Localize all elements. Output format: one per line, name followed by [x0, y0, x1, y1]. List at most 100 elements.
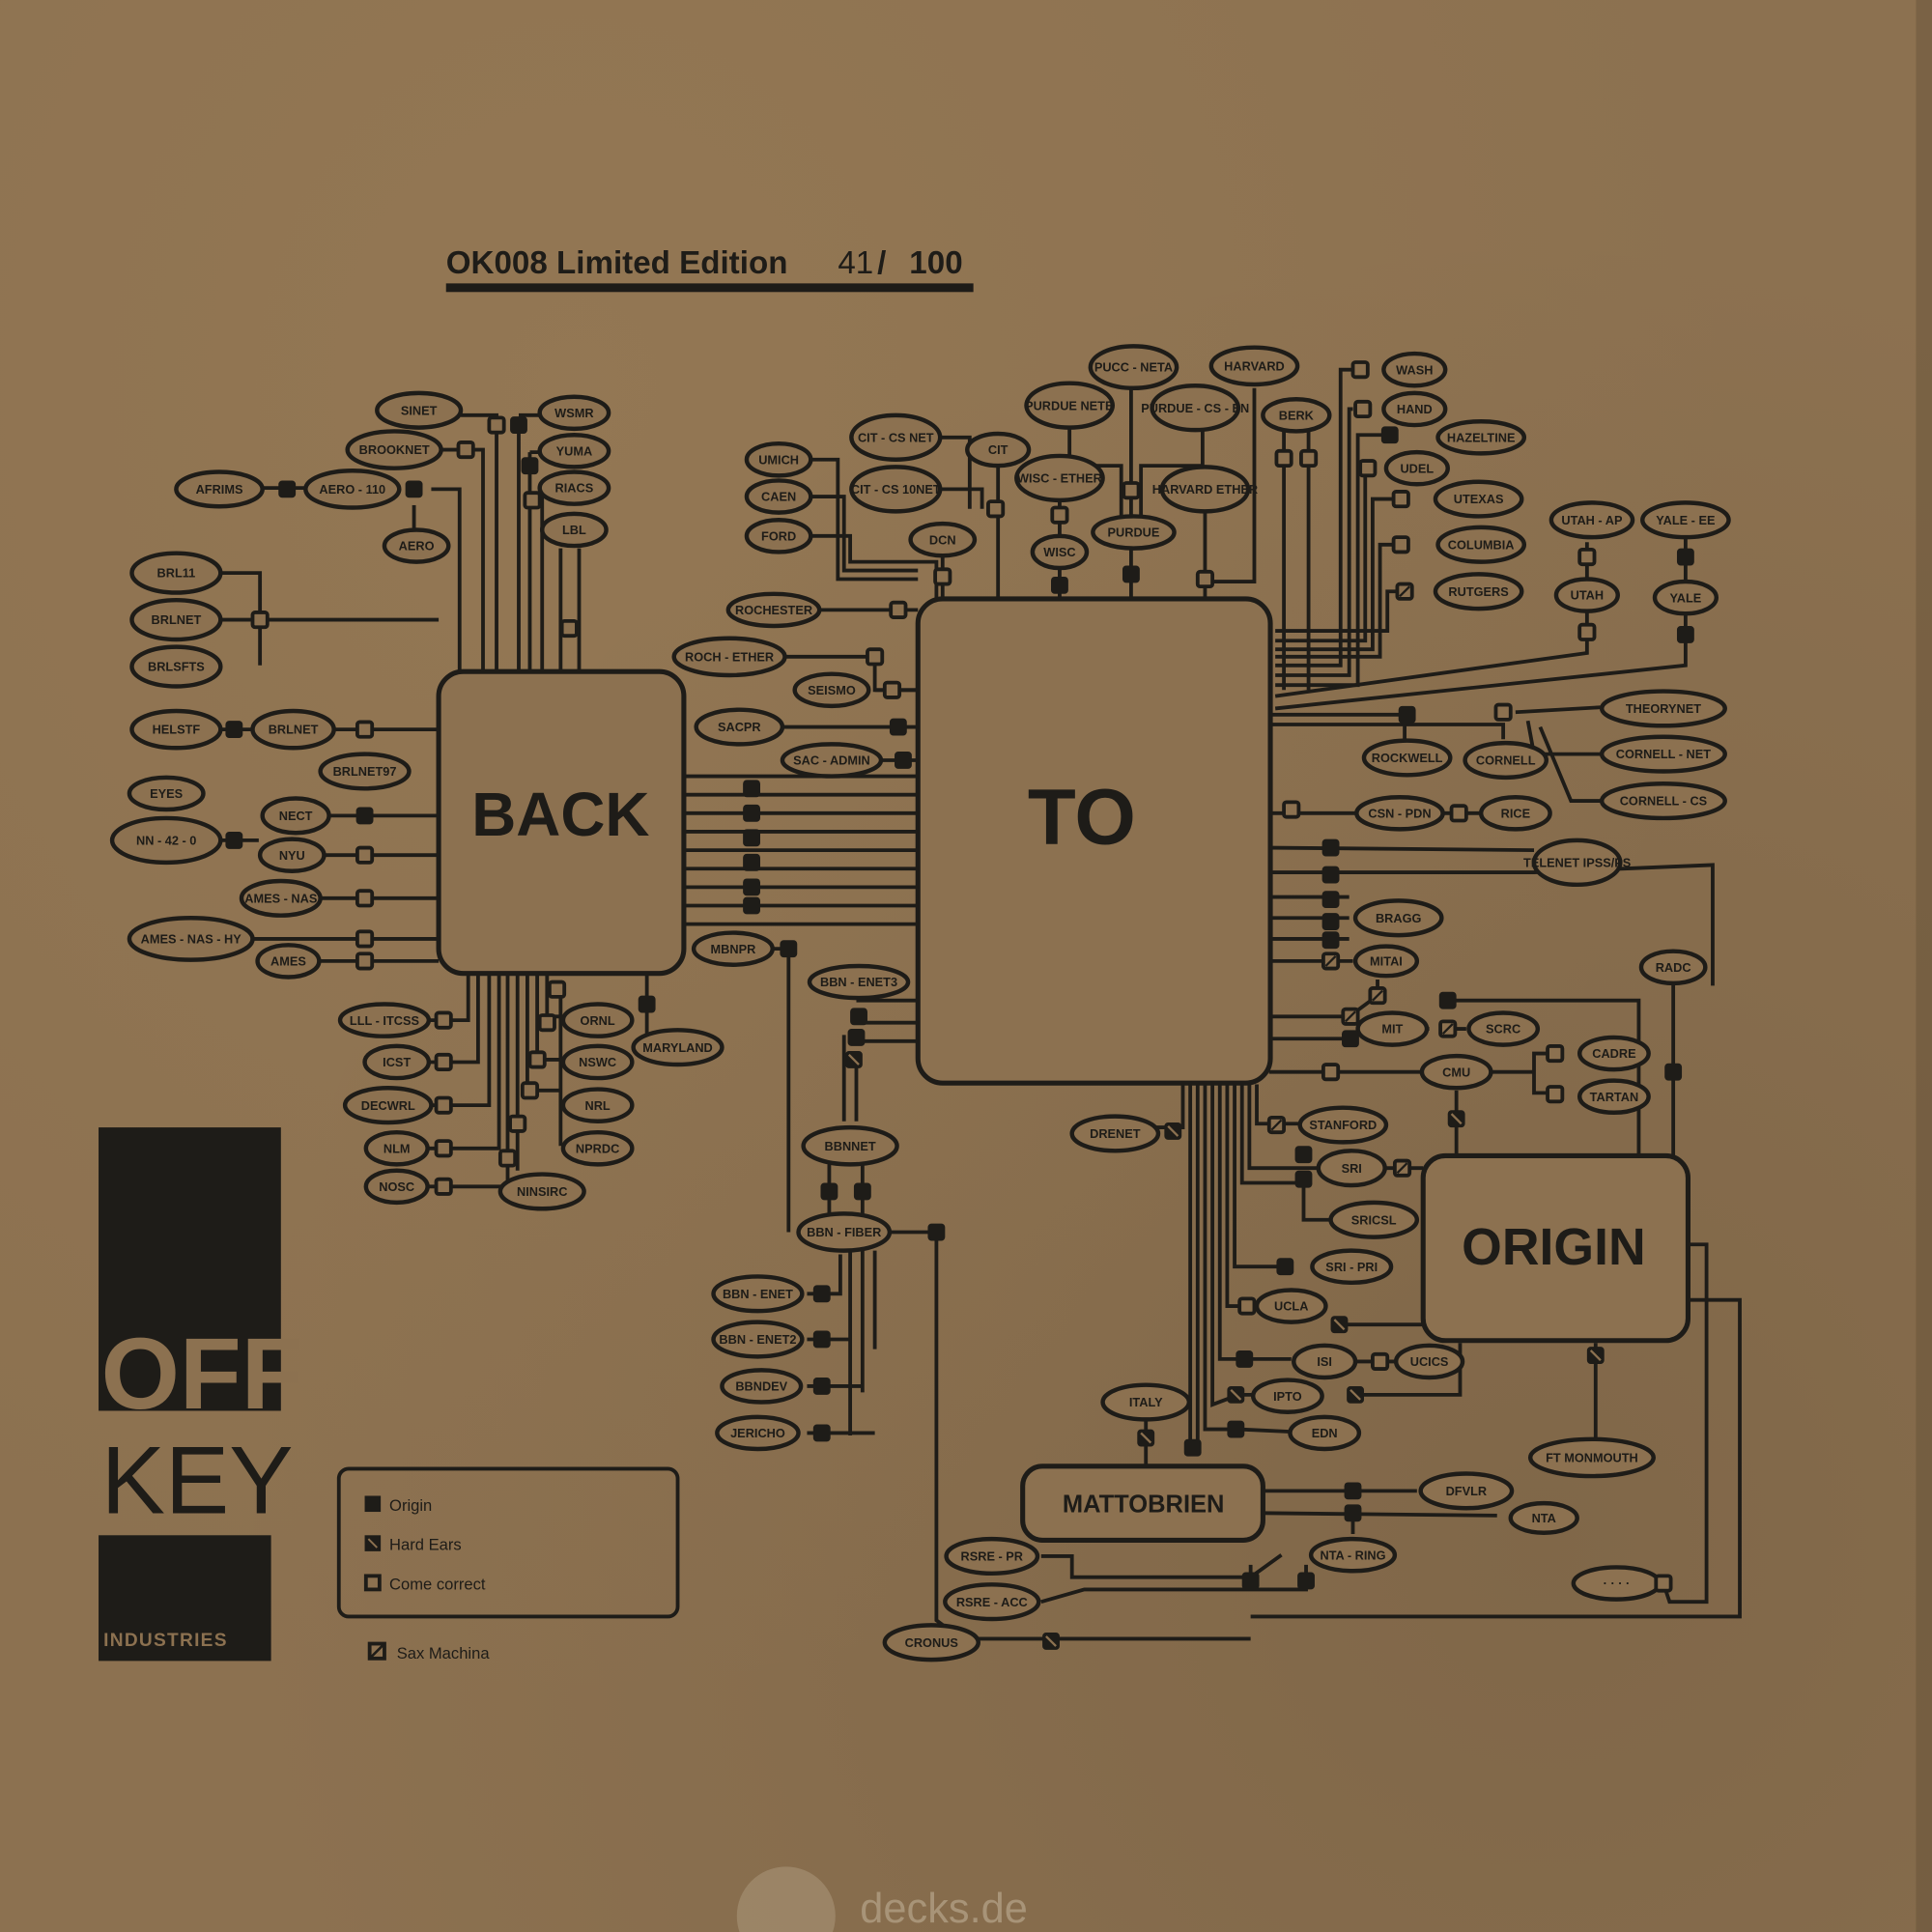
node-bbnnet[interactable]: BBNNET [801, 1124, 899, 1167]
node-rsre-acc[interactable]: RSRE - ACC [943, 1582, 1041, 1622]
node-utexas[interactable]: UTEXAS [1433, 479, 1524, 519]
node-yale-ee[interactable]: YALE - EE [1640, 500, 1731, 540]
node-mit[interactable]: MIT [1355, 1010, 1430, 1047]
node-utah[interactable]: UTAH [1553, 577, 1620, 613]
node-dcn[interactable]: DCN [908, 521, 978, 558]
node-nect[interactable]: NECT [260, 796, 331, 836]
node-bbn-enet2[interactable]: BBN - ENET2 [711, 1320, 805, 1359]
node-cronus[interactable]: CRONUS [882, 1623, 980, 1662]
node-nyu[interactable]: NYU [257, 837, 327, 874]
hub-origin[interactable]: ORIGIN [1420, 1152, 1690, 1344]
node-sacpr[interactable]: SACPR [694, 707, 785, 747]
node-brlnet97[interactable]: BRLNET97 [318, 752, 412, 791]
node-scrc[interactable]: SCRC [1466, 1010, 1541, 1047]
node-rockwell[interactable]: ROCKWELL [1361, 738, 1453, 778]
node-eyes[interactable]: EYES [127, 775, 206, 812]
node-ames[interactable]: AMES [255, 943, 322, 980]
node-telenet[interactable]: TELENET IPSS/PS [1523, 838, 1631, 888]
node-mbnpr[interactable]: MBNPR [691, 930, 775, 967]
node-wsmr[interactable]: WSMR [537, 394, 611, 432]
node-sinet[interactable]: SINET [375, 390, 464, 430]
node-roch-ether[interactable]: ROCH - ETHER [671, 636, 787, 678]
node-nta[interactable]: NTA [1508, 1500, 1579, 1535]
node-bragg[interactable]: BRAGG [1352, 898, 1444, 938]
node-brl3[interactable]: BRLSFTS [129, 644, 223, 689]
node-harvard-ether[interactable]: HARVARD ETHER [1152, 465, 1258, 514]
node-wash[interactable]: WASH [1381, 351, 1448, 388]
node-purdue-netb[interactable]: PURDUE NETB [1024, 381, 1116, 430]
node-wisc[interactable]: WISC [1030, 533, 1090, 571]
node-isi[interactable]: ISI [1292, 1343, 1358, 1380]
node-jericho[interactable]: JERICHO [715, 1414, 801, 1452]
node-drenet[interactable]: DRENET [1069, 1114, 1161, 1153]
node-mitai[interactable]: MITAI [1352, 944, 1420, 979]
hub-to[interactable]: TO [915, 596, 1273, 1086]
node-harvard[interactable]: HARVARD [1208, 345, 1300, 387]
node-hand[interactable]: HAND [1381, 390, 1448, 428]
node-cornell-cs[interactable]: CORNELL - CS [1599, 781, 1727, 821]
node-dfvlr[interactable]: DFVLR [1418, 1471, 1515, 1511]
node-cadre[interactable]: CADRE [1577, 1035, 1651, 1072]
node-rochester[interactable]: ROCHESTER [725, 591, 822, 629]
node-brl1[interactable]: BRL11 [129, 551, 223, 595]
node-nswc[interactable]: NSWC [560, 1043, 635, 1081]
node-italy[interactable]: ITALY [1100, 1382, 1192, 1422]
node-bbn-enet[interactable]: BBN - ENET [711, 1274, 805, 1314]
node-brl4[interactable]: HELSTF [129, 708, 223, 751]
hub-back[interactable]: BACK [436, 668, 687, 977]
node-nosc[interactable]: NOSC [363, 1168, 430, 1206]
node-riacs[interactable]: RIACS [537, 469, 611, 506]
node-ucics[interactable]: UCICS [1393, 1343, 1465, 1380]
node-aero[interactable]: AERO [382, 527, 451, 564]
node-nta-ring[interactable]: NTA - RING [1308, 1536, 1398, 1574]
node-theorynet[interactable]: THEORYNET [1599, 689, 1727, 728]
node-ft-monmouth[interactable]: FT MONMOUTH [1527, 1436, 1656, 1479]
node-sri[interactable]: SRI [1316, 1149, 1387, 1188]
node-pucc-neta[interactable]: PUCC - NETA [1088, 344, 1179, 391]
node-csn-pdn[interactable]: CSN - PDN [1354, 795, 1445, 832]
node-yale[interactable]: YALE [1652, 579, 1719, 616]
node-nn[interactable]: NN - 42 - 0 [109, 815, 223, 866]
node-bbndev[interactable]: BBNDEV [720, 1368, 804, 1405]
node-yuma[interactable]: YUMA [537, 433, 611, 469]
node-ucla[interactable]: UCLA [1254, 1288, 1328, 1324]
node-udel[interactable]: UDEL [1383, 449, 1450, 487]
node-bbn-enet3[interactable]: BBN - ENET3 [807, 963, 911, 1001]
node-aero110[interactable]: AERO - 110 [303, 469, 402, 510]
node-sri-pri[interactable]: SRI - PRI [1310, 1248, 1394, 1286]
node-rice[interactable]: RICE [1478, 795, 1552, 832]
node-cornell-net[interactable]: CORNELL - NET [1599, 734, 1727, 774]
node-cornell[interactable]: CORNELL [1463, 740, 1548, 781]
node-ipto[interactable]: IPTO [1250, 1378, 1324, 1414]
node-nprdc[interactable]: NPRDC [560, 1129, 635, 1167]
node-radc[interactable]: RADC [1638, 949, 1708, 986]
node-brl5[interactable]: BRLNET [250, 708, 336, 751]
node-bbn-fiber[interactable]: BBN - FIBER [796, 1211, 893, 1253]
node-ninsirc[interactable]: NINSIRC [497, 1172, 586, 1211]
node-umich[interactable]: UMICH [744, 440, 813, 478]
node-nlm[interactable]: NLM [363, 1129, 430, 1167]
node-columbia[interactable]: COLUMBIA [1435, 525, 1527, 564]
node-purdue-csen[interactable]: PURDUE - CS - EN [1141, 384, 1249, 433]
node-edn[interactable]: EDN [1288, 1414, 1362, 1452]
node-seismo[interactable]: SEISMO [792, 671, 871, 709]
node-lbl[interactable]: LBL [539, 511, 609, 549]
node-citcs-10net[interactable]: CIT - CS 10NET [849, 465, 943, 514]
node-ames-nas[interactable]: AMES - NAS [239, 878, 323, 918]
node-tartan[interactable]: TARTAN [1577, 1078, 1651, 1116]
node-sricsl[interactable]: SRICSL [1328, 1200, 1420, 1239]
node-nrl[interactable]: NRL [560, 1087, 635, 1123]
node-wisc-ether[interactable]: WISC - ETHER [1014, 453, 1105, 503]
node-berk[interactable]: BERK [1261, 397, 1332, 434]
node-ornl[interactable]: ORNL [560, 1002, 635, 1038]
node-rsre-pr[interactable]: RSRE - PR [944, 1536, 1040, 1577]
node-lll-itcss[interactable]: LLL - ITCSS [337, 1002, 432, 1038]
node-citcs-net[interactable]: CIT - CS NET [849, 412, 943, 462]
node-rutgers[interactable]: RUTGERS [1433, 572, 1524, 611]
node-purdue[interactable]: PURDUE [1091, 514, 1177, 551]
node-icst[interactable]: ICST [362, 1043, 432, 1081]
node-unknown[interactable]: · · · · [1571, 1565, 1662, 1602]
node-ford[interactable]: FORD [744, 518, 813, 554]
node-brl2[interactable]: BRLNET [129, 597, 223, 642]
node-decwrl[interactable]: DECWRL [342, 1086, 434, 1125]
